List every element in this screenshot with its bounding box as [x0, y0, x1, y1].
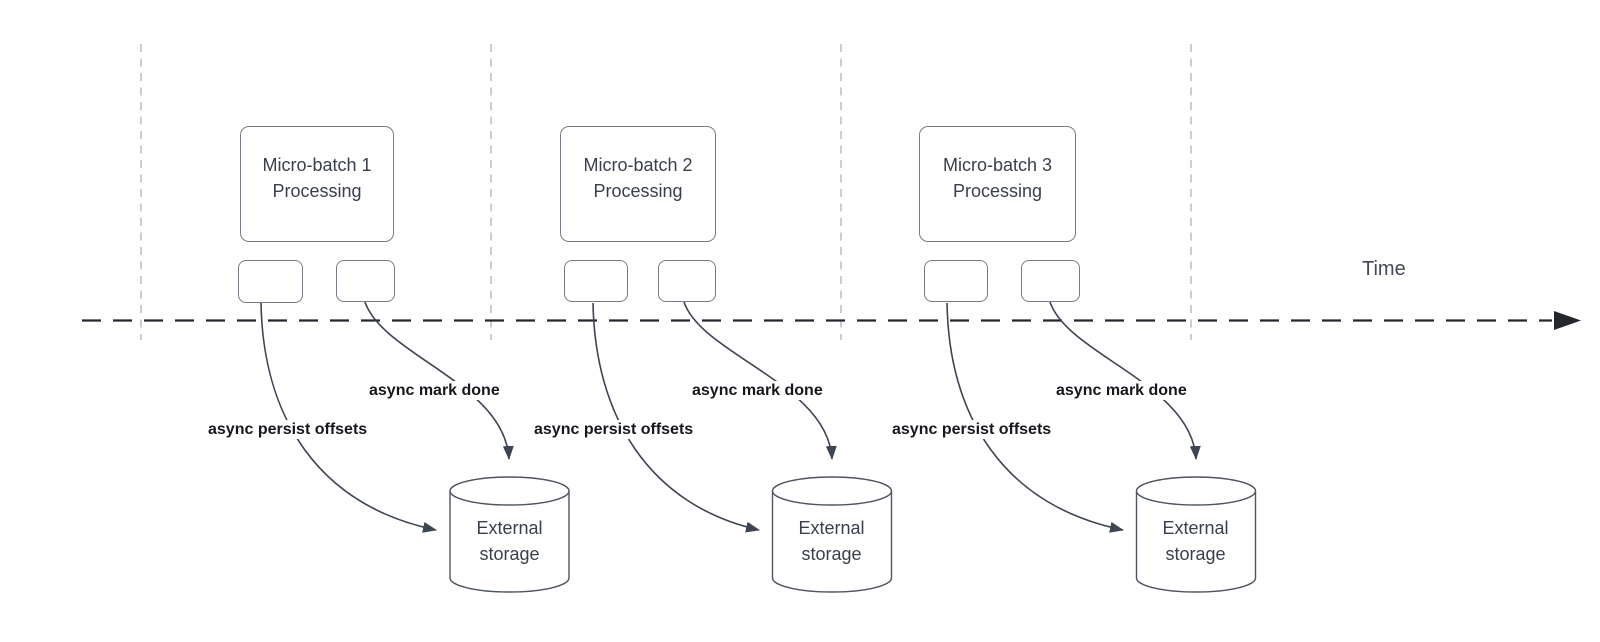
async-task-box-2b: [658, 260, 716, 302]
micro-batch-3-processing-box: Micro-batch 3 Processing: [919, 126, 1076, 242]
external-storage-label-2: External storage: [772, 503, 891, 578]
micro-batch-2-title: Micro-batch 2: [583, 155, 693, 175]
external-storage-cylinder-3: [1135, 476, 1257, 593]
async-persist-offsets-label-3: async persist offsets: [889, 420, 1055, 439]
async-mark-done-label-1: async mark done: [366, 381, 503, 400]
async-persist-offsets-label-1: async persist offsets: [205, 420, 371, 439]
async-mark-done-arrow-1: [364, 301, 514, 460]
micro-batch-2-processing-box: Micro-batch 2 Processing: [560, 126, 716, 242]
external-storage-label-3-line2: storage: [1165, 543, 1226, 564]
async-persist-offsets-arrow-2: [592, 302, 760, 533]
async-task-box-1b: [336, 260, 395, 302]
micro-batch-1-subtitle: Processing: [272, 181, 362, 201]
micro-batch-1-title: Micro-batch 1: [262, 155, 372, 175]
async-mark-done-label-2: async mark done: [689, 381, 826, 400]
external-storage-label-1-line2: storage: [479, 543, 540, 564]
time-axis-label: Time: [1362, 258, 1406, 280]
async-persist-offsets-label-2: async persist offsets: [531, 420, 697, 439]
async-persist-offsets-arrow-1: [260, 302, 437, 533]
async-mark-done-arrow-2: [683, 301, 837, 460]
external-storage-label-2-line2: storage: [801, 543, 862, 564]
external-storage-label-1: External storage: [450, 503, 569, 578]
async-persist-offsets-arrow-3: [946, 302, 1124, 533]
async-task-box-3b: [1021, 260, 1080, 302]
external-storage-label-3: External storage: [1136, 503, 1255, 578]
async-task-box-1a: [238, 260, 303, 303]
async-mark-done-label-3: async mark done: [1053, 381, 1190, 400]
external-storage-cylinder-2: [771, 476, 893, 593]
async-task-box-2a: [564, 260, 628, 302]
time-axis-arrowhead-icon: [1554, 311, 1581, 330]
external-storage-label-1-line1: External: [476, 517, 543, 538]
async-task-box-3a: [924, 260, 988, 302]
micro-batch-1-processing-box: Micro-batch 1 Processing: [240, 126, 394, 242]
external-storage-cylinder-1: [449, 476, 570, 593]
external-storage-label-3-line1: External: [1162, 517, 1229, 538]
external-storage-label-2-line1: External: [798, 517, 865, 538]
micro-batch-2-subtitle: Processing: [593, 181, 683, 201]
micro-batch-3-title: Micro-batch 3: [942, 155, 1053, 175]
async-mark-done-arrow-3: [1049, 301, 1201, 460]
micro-batch-3-subtitle: Processing: [952, 181, 1043, 201]
